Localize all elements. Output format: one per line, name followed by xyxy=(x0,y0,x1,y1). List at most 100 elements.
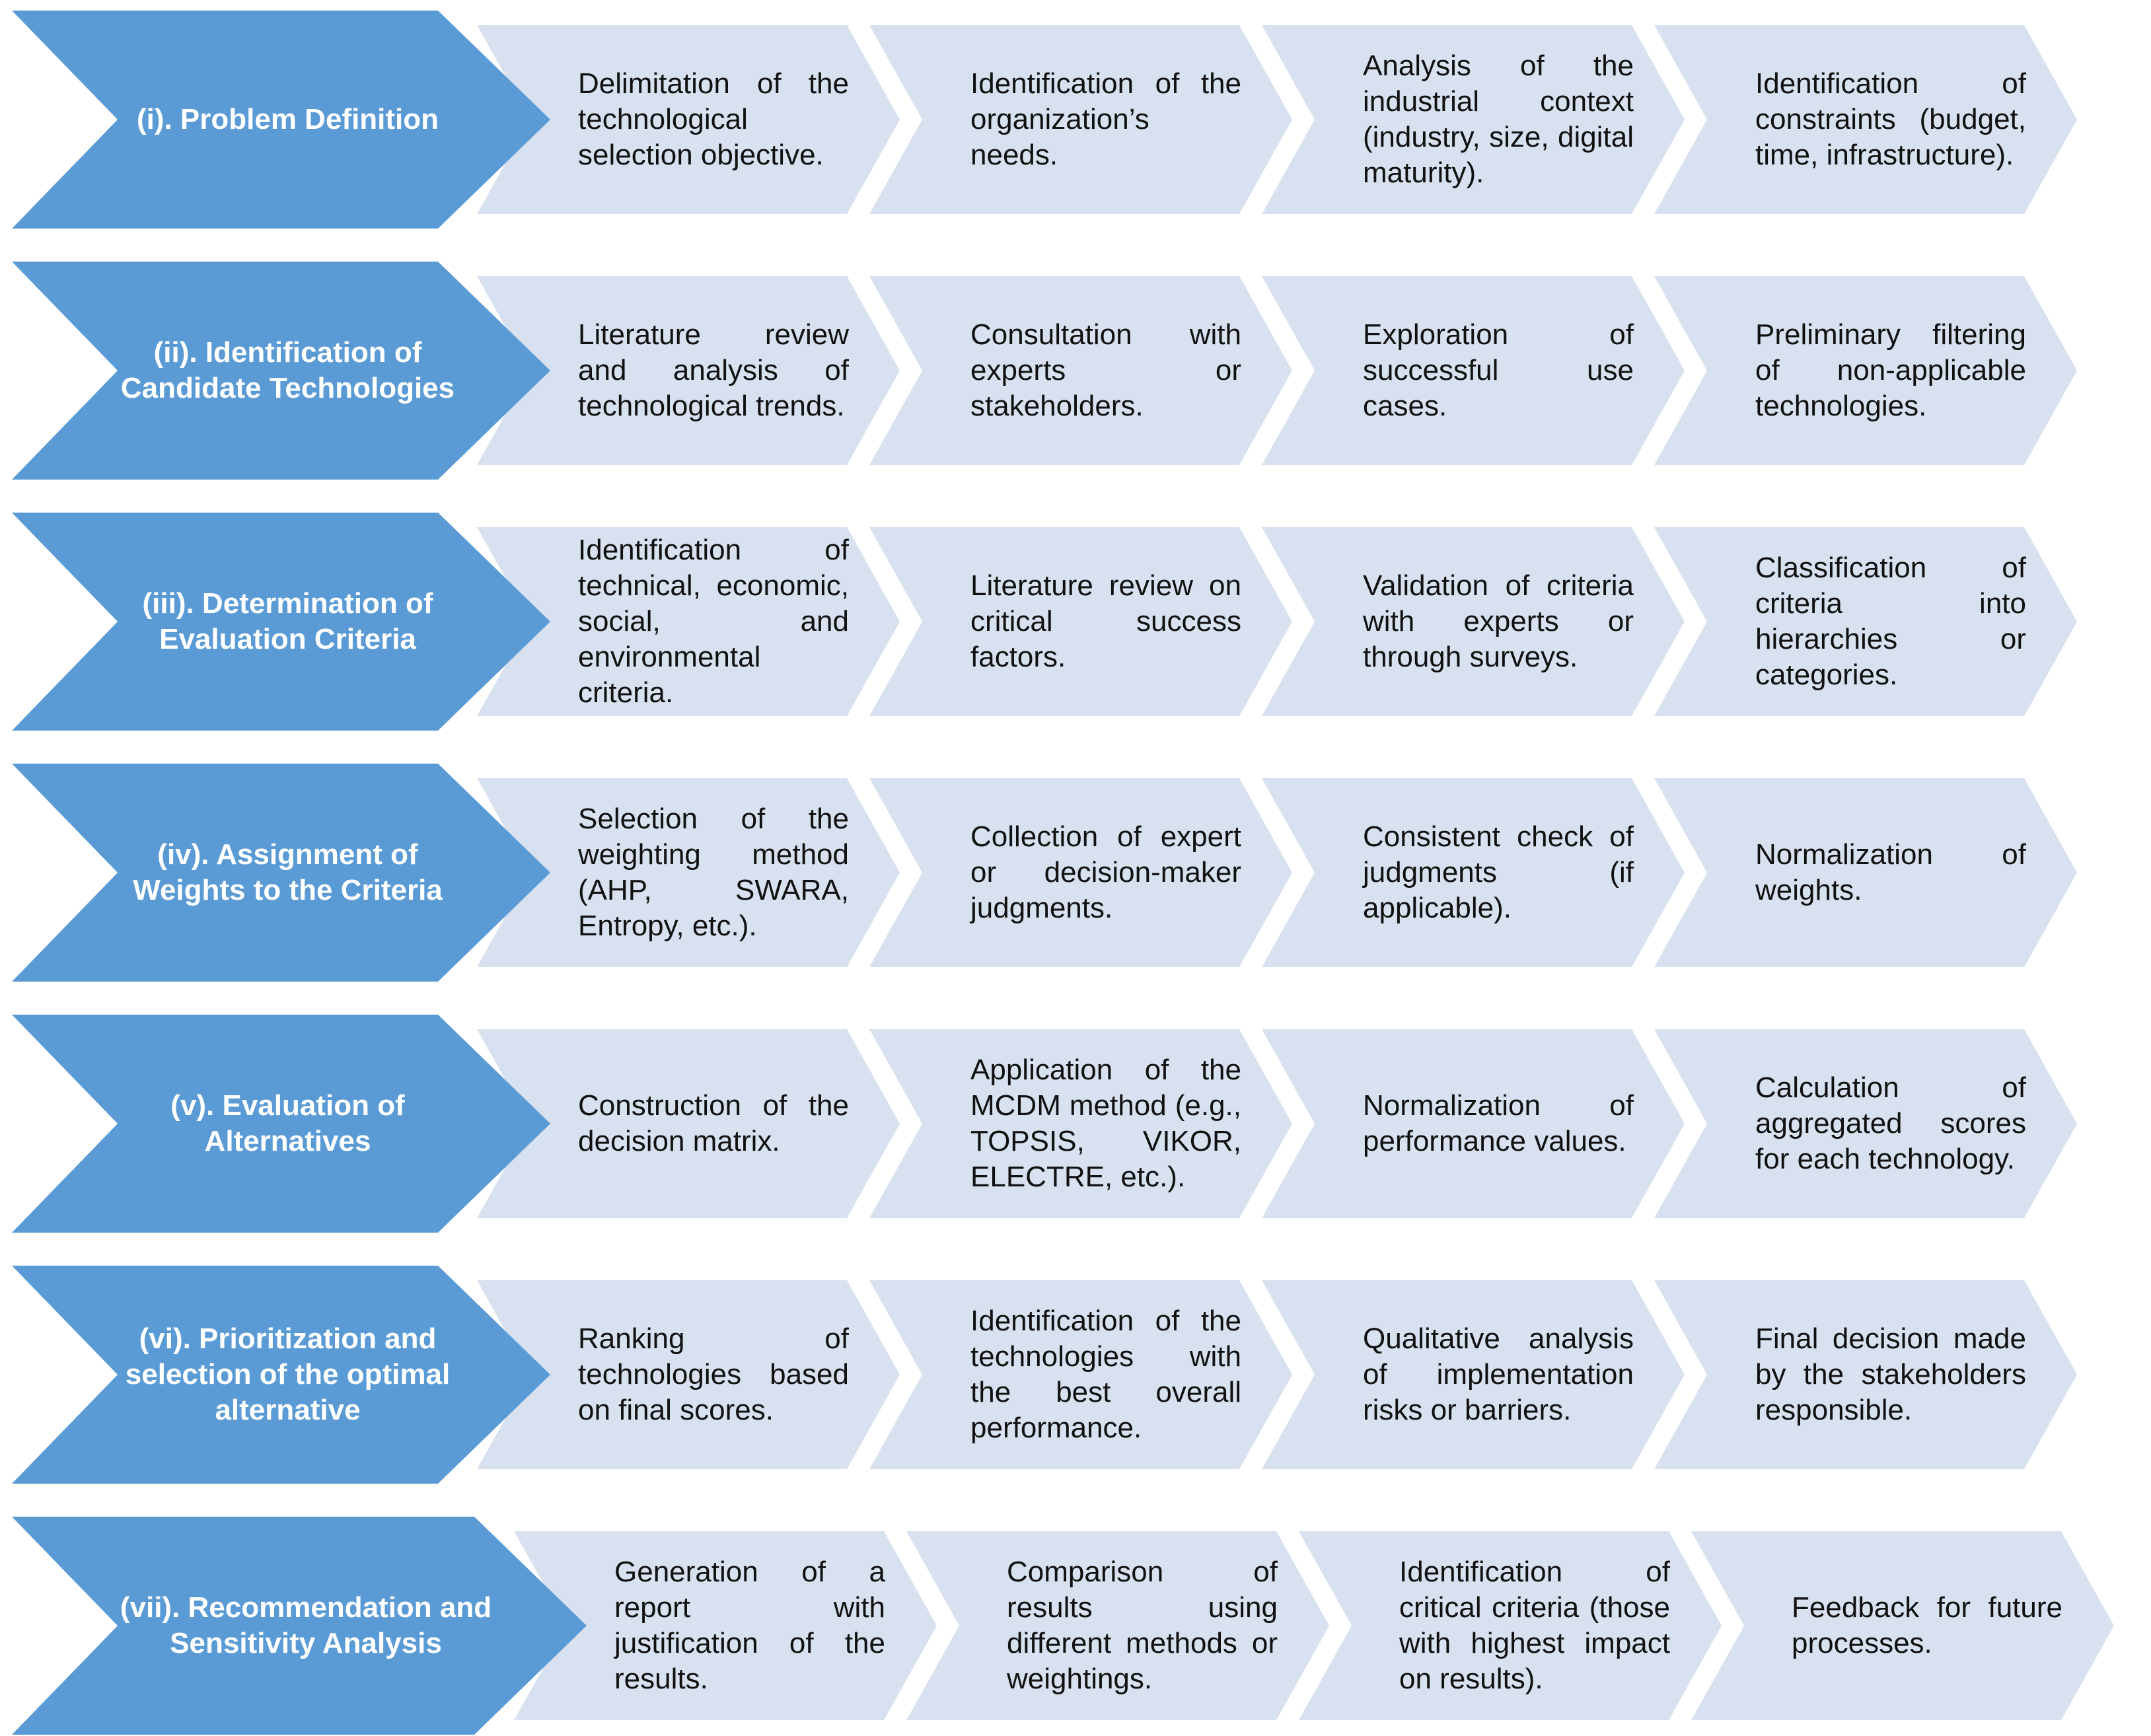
step-chevron-shape xyxy=(869,778,1292,967)
step-text: Classification of criteria into hierarch… xyxy=(1755,552,2026,691)
step-chevron-shape-fill xyxy=(869,527,1292,716)
step-text: Literature review and analysis of techno… xyxy=(578,318,849,422)
step-chevron: Collection of expert or decision-maker j… xyxy=(869,778,1292,967)
step-chevron-shape xyxy=(869,276,1292,465)
step-text-box: Calculation of aggregated scores for eac… xyxy=(1755,1029,2026,1218)
step-chevron: Feedback for future processes. xyxy=(1691,1531,2114,1720)
stage-row: Ranking of technologies based on final s… xyxy=(0,1266,2151,1484)
stage-label: (iv). Assignment of Weights to the Crite… xyxy=(133,838,443,906)
step-chevron-shape-fill xyxy=(869,778,1292,967)
stage-label: (v). Evaluation of Alternatives xyxy=(170,1089,405,1157)
step-chevron-shape xyxy=(1654,276,2077,465)
stage-chevron-shape xyxy=(12,1266,550,1484)
step-text: Normalization of weights. xyxy=(1755,838,2026,906)
step-text: Identification of critical criteria (tho… xyxy=(1399,1556,1670,1695)
step-text: Feedback for future processes. xyxy=(1792,1591,2062,1659)
step-chevron-shape-fill xyxy=(477,778,900,967)
stage-chevron: (i). Problem Definition xyxy=(12,11,550,229)
stage-row: Literature review and analysis of techno… xyxy=(0,262,2151,480)
step-text: Final decision made by the stakeholders … xyxy=(1755,1322,2026,1426)
step-text-box: Exploration of successful use cases. xyxy=(1363,276,1634,465)
step-text: Literature review on critical success fa… xyxy=(970,569,1241,673)
stage-chevron: (vii). Recommendation and Sensitivity An… xyxy=(12,1517,587,1735)
step-chevron-shape xyxy=(477,1280,900,1469)
step-text: Identification of constraints (budget, t… xyxy=(1755,67,2026,171)
step-chevron-shape xyxy=(477,1029,900,1218)
stage-row: Delimitation of the technological select… xyxy=(0,11,2151,229)
step-text-box: Classification of criteria into hierarch… xyxy=(1755,527,2026,716)
step-text: Consistent check of judgments (if applic… xyxy=(1363,820,1634,924)
step-chevron: Literature review on critical success fa… xyxy=(869,527,1292,716)
step-chevron-shape xyxy=(1262,25,1685,214)
step-chevron: Analysis of the industrial context (indu… xyxy=(1262,25,1685,214)
step-text-box: Selection of the weighting method (AHP, … xyxy=(578,778,849,967)
step-text-box: Delimitation of the technological select… xyxy=(578,25,849,214)
step-text-box: Identification of technical, economic, s… xyxy=(578,527,849,716)
step-chevron-shape-fill xyxy=(477,1280,900,1469)
step-chevron-shape xyxy=(477,276,900,465)
step-chevron-shape-fill xyxy=(477,25,900,214)
stage-chevron-shape-fill xyxy=(12,1015,550,1233)
step-chevron-shape xyxy=(1262,1280,1685,1469)
step-chevron: Generation of a report with justificatio… xyxy=(514,1531,937,1720)
step-chevron-shape-fill xyxy=(477,527,900,716)
stage-chevron-shape-fill xyxy=(12,11,550,229)
stage-chevron-shape-fill xyxy=(12,262,550,480)
stage-row: Selection of the weighting method (AHP, … xyxy=(0,764,2151,982)
step-text-box: Identification of critical criteria (tho… xyxy=(1399,1531,1670,1720)
step-text: Construction of the decision matrix. xyxy=(578,1089,849,1157)
step-chevron: Identification of technical, economic, s… xyxy=(477,527,900,716)
step-text-box: Qualitative analysis of implementation r… xyxy=(1363,1280,1634,1469)
step-chevron: Calculation of aggregated scores for eac… xyxy=(1654,1029,2077,1218)
step-chevron: Normalization of performance values. xyxy=(1262,1029,1685,1218)
step-text-box: Consultation with experts or stakeholder… xyxy=(970,276,1241,465)
step-chevron-shape-fill xyxy=(1654,1280,2077,1469)
step-chevron-shape-fill xyxy=(1262,1029,1685,1218)
step-text-box: Literature review and analysis of techno… xyxy=(578,276,849,465)
step-chevron-shape-fill xyxy=(869,1029,1292,1218)
step-chevron-shape xyxy=(477,778,900,967)
step-text: Selection of the weighting method (AHP, … xyxy=(578,803,849,942)
stage-label: (i). Problem Definition xyxy=(136,103,439,135)
step-chevron-shape xyxy=(869,527,1292,716)
step-chevron: Identification of constraints (budget, t… xyxy=(1654,25,2077,214)
step-chevron-shape xyxy=(1262,778,1685,967)
step-text-box: Validation of criteria with experts or t… xyxy=(1363,527,1634,716)
step-text: Identification of the technologies with … xyxy=(970,1305,1241,1444)
step-chevron-shape-fill xyxy=(477,1029,900,1218)
stage-chevron-shape-fill xyxy=(12,1517,587,1735)
step-chevron: Validation of criteria with experts or t… xyxy=(1262,527,1685,716)
step-chevron: Construction of the decision matrix. xyxy=(477,1029,900,1218)
step-text-box: Comparison of results using different me… xyxy=(1007,1531,1278,1720)
step-chevron: Identification of critical criteria (tho… xyxy=(1299,1531,1722,1720)
step-text-box: Application of the MCDM method (e.g., TO… xyxy=(970,1029,1241,1218)
step-chevron-shape xyxy=(1654,25,2077,214)
step-text-box: Preliminary filtering of non-applicable … xyxy=(1755,276,2026,465)
step-chevron: Ranking of technologies based on final s… xyxy=(477,1280,900,1469)
step-text: Qualitative analysis of implementation r… xyxy=(1363,1322,1634,1426)
step-chevron-shape-fill xyxy=(1262,276,1685,465)
step-chevron-shape xyxy=(1262,1029,1685,1218)
step-chevron: Comparison of results using different me… xyxy=(906,1531,1329,1720)
step-chevron-shape-fill xyxy=(869,1280,1292,1469)
step-text: Application of the MCDM method (e.g., TO… xyxy=(970,1054,1241,1193)
step-text-box: Feedback for future processes. xyxy=(1792,1531,2062,1720)
stage-label: (iii). Determination of Evaluation Crite… xyxy=(142,587,433,655)
stage-label: (vi). Prioritization and selection of th… xyxy=(125,1322,451,1426)
stage-chevron-shape-fill xyxy=(12,764,550,982)
step-chevron-shape-fill xyxy=(1262,1280,1685,1469)
stage-row: Generation of a report with justificatio… xyxy=(0,1517,2151,1735)
step-chevron: Final decision made by the stakeholders … xyxy=(1654,1280,2077,1469)
step-chevron-shape xyxy=(1691,1531,2114,1720)
stage-chevron-shape xyxy=(12,1517,587,1735)
step-text: Normalization of performance values. xyxy=(1363,1089,1634,1157)
step-text: Consultation with experts or stakeholder… xyxy=(970,318,1241,422)
stage-chevron-shape xyxy=(12,1015,550,1233)
step-text-box: Normalization of weights. xyxy=(1755,778,2026,967)
step-text-box: Construction of the decision matrix. xyxy=(578,1029,849,1218)
stage-chevron: (iii). Determination of Evaluation Crite… xyxy=(12,513,550,731)
stage-label: (vii). Recommendation and Sensitivity An… xyxy=(120,1591,492,1659)
stage-chevron: (iv). Assignment of Weights to the Crite… xyxy=(12,764,550,982)
step-chevron-shape-fill xyxy=(1299,1531,1722,1720)
